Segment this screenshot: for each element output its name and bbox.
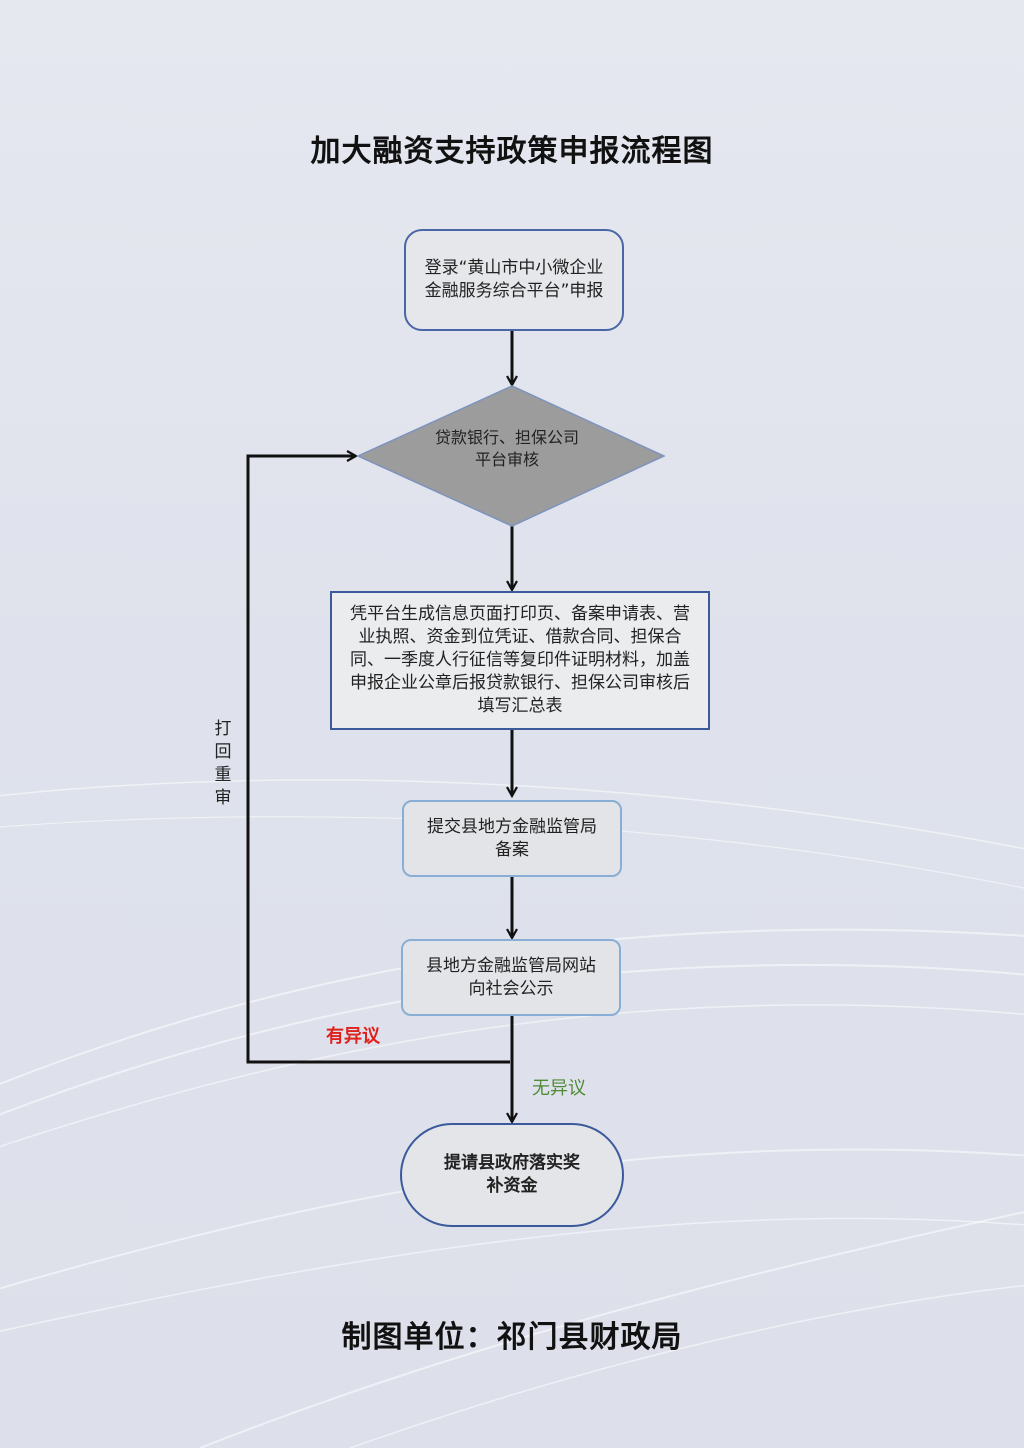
node-implement-label: 提请县政府落实奖补资金	[444, 1153, 580, 1196]
page-title: 加大融资支持政策申报流程图	[310, 134, 714, 169]
node-submit: 提交县地方金融监管局备案	[402, 800, 622, 877]
label-no-objection: 无异议	[532, 1078, 586, 1099]
node-login-label: 登录“黄山市中小微企业金融服务综合平台”申报	[424, 258, 604, 301]
label-return-review: 打回重审	[214, 719, 232, 808]
label-objection: 有异议	[326, 1026, 380, 1047]
node-submit-label: 提交县地方金融监管局备案	[427, 816, 597, 860]
node-publicize-label: 县地方金融监管局网站向社会公示	[426, 955, 596, 999]
node-materials-label: 凭平台生成信息页面打印页、备案申请表、营业执照、资金到位凭证、借款合同、担保合同…	[350, 604, 690, 716]
review-diamond	[356, 385, 666, 527]
node-review-text: 贷款银行、担保公司平台审核	[434, 428, 579, 469]
node-publicize: 县地方金融监管局网站向社会公示	[401, 939, 621, 1016]
node-implement: 提请县政府落实奖补资金	[400, 1123, 624, 1227]
node-materials: 凭平台生成信息页面打印页、备案申请表、营业执照、资金到位凭证、借款合同、担保合同…	[330, 591, 710, 730]
footer-credit: 制图单位：祁门县财政局	[341, 1320, 683, 1355]
arrow-objection-loop	[246, 456, 510, 1064]
node-review-label: 贷款银行、担保公司平台审核	[432, 427, 582, 471]
node-login: 登录“黄山市中小微企业金融服务综合平台”申报	[404, 229, 624, 331]
